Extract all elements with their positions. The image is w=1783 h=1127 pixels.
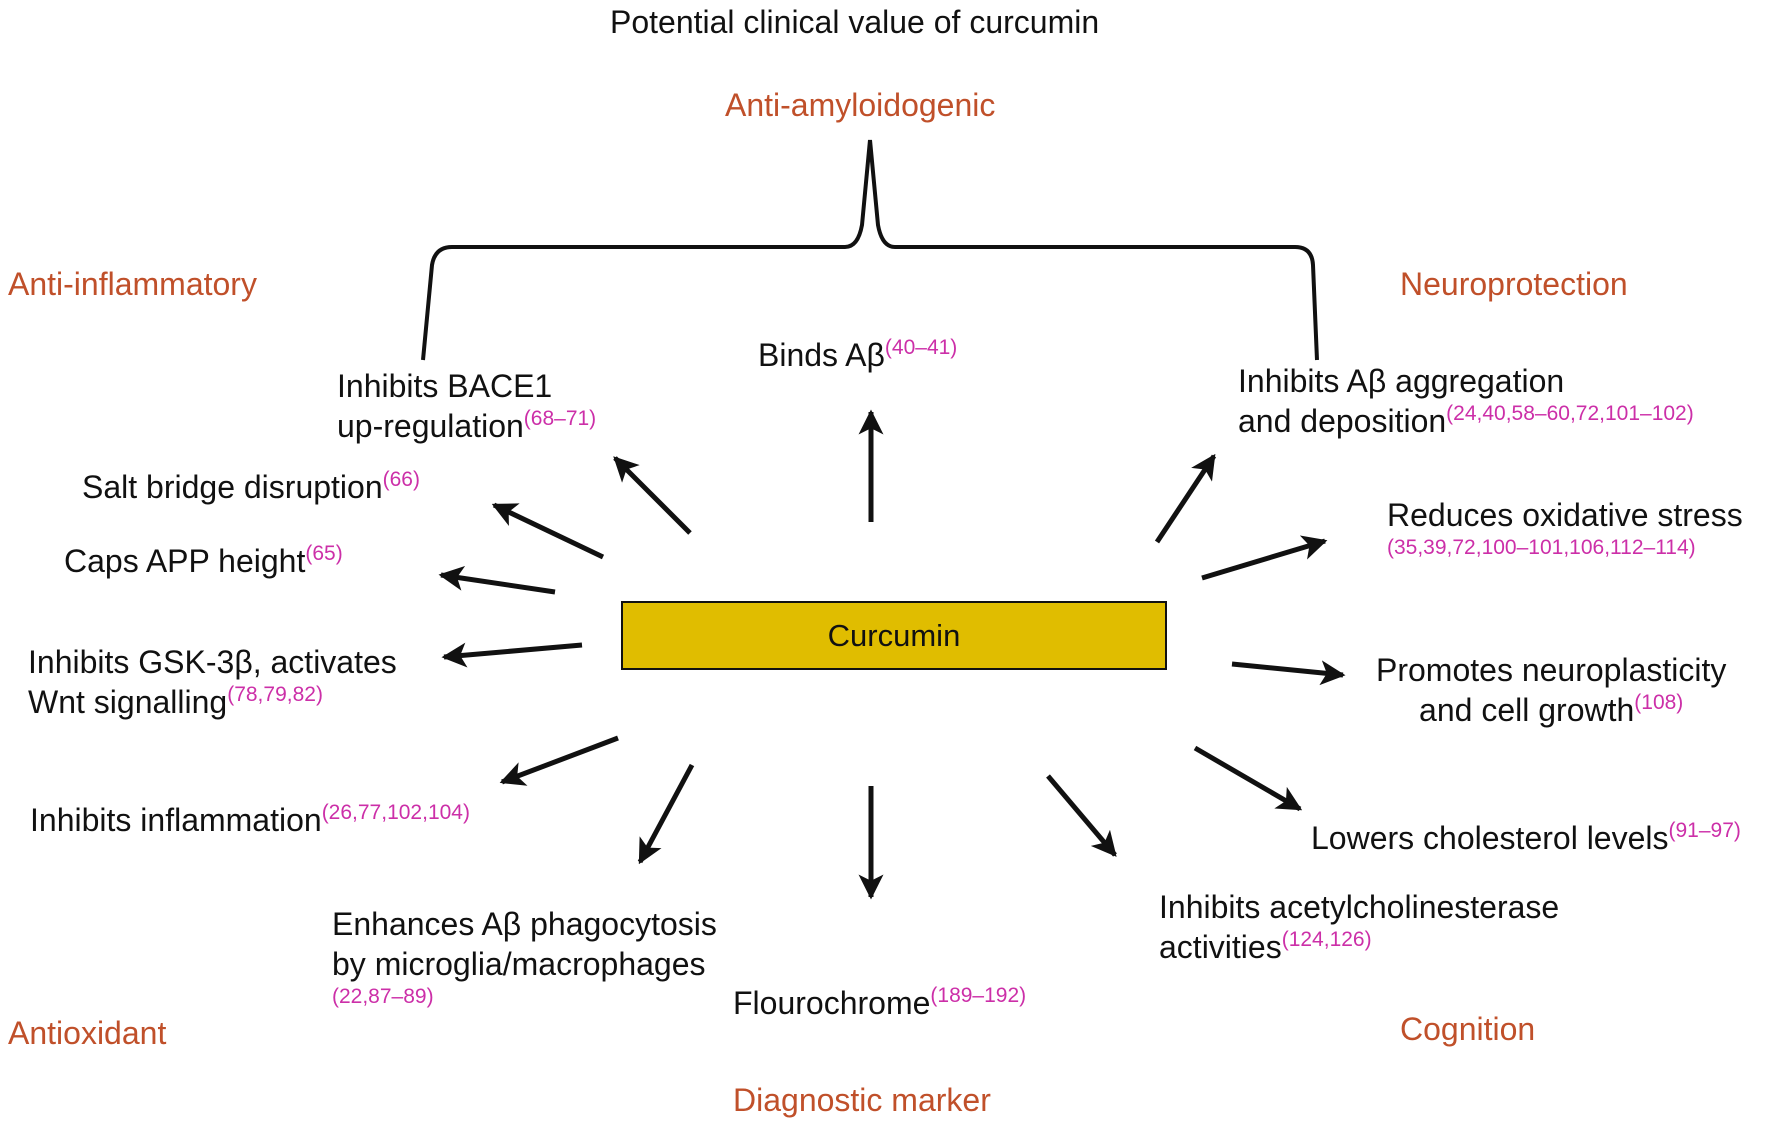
arrow-caps-app xyxy=(438,565,556,595)
effect-text-line2: and cell growth xyxy=(1419,692,1635,728)
effect-caps-app: Caps APP height(65) xyxy=(64,541,343,581)
effect-reference: (24,40,58–60,72,101–102) xyxy=(1446,402,1694,425)
curcumin-node: Curcumin xyxy=(621,601,1167,670)
effect-text-line2: Wnt signalling xyxy=(28,684,228,720)
effect-reference: (78,79,82) xyxy=(227,683,323,706)
arrow-neuroplasticity xyxy=(1231,660,1346,686)
effect-reference: (124,126) xyxy=(1281,928,1372,951)
effect-oxidative-stress: Reduces oxidative stress (35,39,72,100–1… xyxy=(1387,495,1743,561)
effect-text-line2: up-regulation xyxy=(337,408,524,444)
effect-reference: (22,87–89) xyxy=(332,985,434,1008)
effect-binds-abeta: Binds Aβ(40–41) xyxy=(758,335,957,375)
arrow-acetylcholinesterase xyxy=(1046,774,1117,857)
effect-text: Salt bridge disruption xyxy=(82,469,383,505)
effect-text-line2: activities xyxy=(1159,929,1282,965)
arrow-bace1 xyxy=(613,456,692,535)
effect-inflammation: Inhibits inflammation(26,77,102,104) xyxy=(30,800,470,840)
effect-text: Lowers cholesterol levels xyxy=(1311,820,1669,856)
arrow-cholesterol xyxy=(1193,745,1303,812)
effect-abeta-aggregation: Inhibits Aβ aggregation and deposition(2… xyxy=(1238,361,1694,441)
effect-reference: (66) xyxy=(382,468,420,491)
category-anti-amyloidogenic: Anti-amyloidogenic xyxy=(725,87,996,123)
effect-text: Caps APP height xyxy=(64,543,306,579)
effect-reference: (91–97) xyxy=(1668,819,1741,842)
effect-flourochrome: Flourochrome(189–192) xyxy=(733,983,1026,1023)
arrow-inflammation xyxy=(499,735,619,786)
effect-text-line1: Promotes neuroplasticity xyxy=(1376,652,1727,688)
arrow-abeta-aggregation xyxy=(1154,453,1217,544)
effect-inhibits-bace1: Inhibits BACE1 up-regulation(68–71) xyxy=(337,366,596,446)
effect-text-line1: Inhibits BACE1 xyxy=(337,368,553,404)
effect-text-line2: by microglia/macrophages xyxy=(332,946,706,982)
effect-phagocytosis: Enhances Aβ phagocytosis by microglia/ma… xyxy=(332,904,717,1010)
effect-text-line1: Inhibits Aβ aggregation xyxy=(1238,363,1565,399)
curcumin-label: Curcumin xyxy=(827,617,961,653)
category-anti-inflammatory: Anti-inflammatory xyxy=(8,266,257,302)
effect-gsk3b: Inhibits GSK-3β, activates Wnt signallin… xyxy=(28,642,397,722)
effect-reference: (65) xyxy=(305,542,343,565)
anti-amyloidogenic-bracket xyxy=(421,139,1319,361)
effect-reference: (189–192) xyxy=(930,984,1027,1007)
effect-reference: (35,39,72,100–101,106,112–114) xyxy=(1387,536,1696,559)
effect-reference: (40–41) xyxy=(884,336,958,359)
arrow-oxidative-stress xyxy=(1201,535,1328,581)
effect-acetylcholinesterase: Inhibits acetylcholinesterase activities… xyxy=(1159,887,1559,967)
effect-text: Flourochrome xyxy=(733,985,931,1021)
arrow-gsk3b xyxy=(441,642,583,668)
effect-text-line1: Enhances Aβ phagocytosis xyxy=(332,906,717,942)
category-neuroprotection: Neuroprotection xyxy=(1400,266,1628,302)
effect-salt-bridge: Salt bridge disruption(66) xyxy=(82,467,420,507)
category-cognition: Cognition xyxy=(1400,1011,1536,1047)
diagram-title: Potential clinical value of curcumin xyxy=(610,4,1100,40)
effect-text-line2: and deposition xyxy=(1238,403,1447,439)
arrow-phagocytosis xyxy=(637,763,695,865)
effect-neuroplasticity: Promotes neuroplasticity and cell growth… xyxy=(1376,650,1726,730)
effect-reference: (26,77,102,104) xyxy=(321,801,470,824)
effect-text: Binds Aβ xyxy=(758,337,885,373)
arrow-salt-bridge xyxy=(491,502,605,560)
effect-text-line1: Inhibits GSK-3β, activates xyxy=(28,644,397,680)
category-antioxidant: Antioxidant xyxy=(8,1015,167,1051)
effect-text: Inhibits inflammation xyxy=(30,802,322,838)
effect-reference: (68–71) xyxy=(523,407,597,430)
effect-text-line1: Inhibits acetylcholinesterase xyxy=(1159,889,1560,925)
effect-text: Reduces oxidative stress xyxy=(1387,497,1743,533)
effect-cholesterol: Lowers cholesterol levels(91–97) xyxy=(1311,818,1741,858)
effect-reference: (108) xyxy=(1634,691,1684,714)
category-diagnostic-marker: Diagnostic marker xyxy=(733,1082,991,1118)
